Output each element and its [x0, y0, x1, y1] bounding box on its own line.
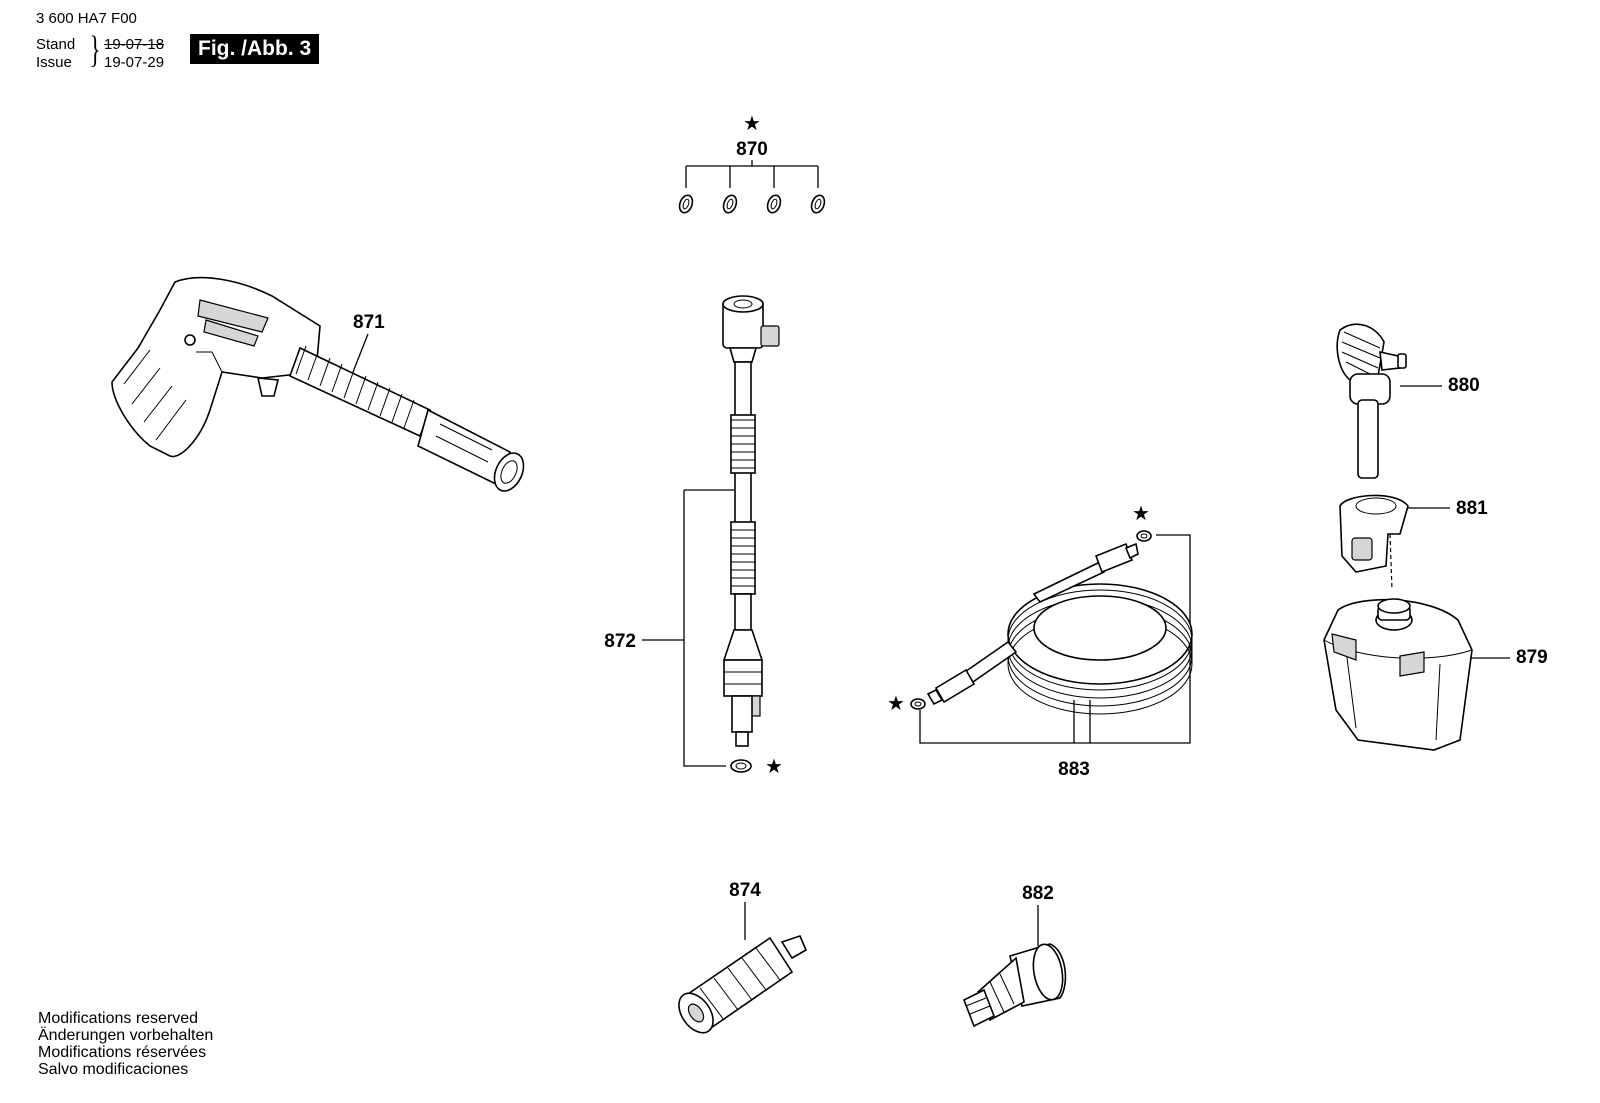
- part-label-874: 874: [729, 880, 761, 901]
- part-label-883: 883: [1058, 759, 1090, 780]
- part-label-871: 871: [353, 312, 385, 333]
- part-879-detergent-tank[interactable]: 879: [1323, 598, 1548, 751]
- part-label-870: 870: [736, 139, 768, 160]
- part-label-882: 882: [1022, 883, 1054, 904]
- oring-icon: [678, 194, 694, 214]
- star-marker-883-top: ★: [1132, 501, 1150, 525]
- part-882-adapter[interactable]: 882: [962, 883, 1067, 1028]
- part-label-881: 881: [1456, 498, 1488, 519]
- spray-lance-icon: [722, 295, 780, 773]
- part-872-spray-lance[interactable]: 872 ★: [604, 295, 783, 778]
- document-number: 3 600 HA7 F00: [36, 10, 137, 27]
- oring-icon: [722, 194, 738, 214]
- star-marker-870: ★: [743, 111, 761, 135]
- stand-date: 19-07-18: [104, 36, 165, 53]
- part-label-872: 872: [604, 631, 636, 652]
- date-brace: }: [89, 29, 101, 71]
- part-label-879: 879: [1516, 647, 1548, 668]
- oring-icon: [766, 194, 782, 214]
- footer-line-en: Modifications reserved: [38, 1010, 199, 1027]
- footer-line-de: Änderungen vorbehalten: [38, 1027, 214, 1044]
- part-880-nozzle-head[interactable]: 880: [1336, 323, 1480, 479]
- stand-label: Stand: [36, 36, 76, 53]
- oring-icon: [810, 194, 826, 214]
- part-874-rotary-nozzle[interactable]: 874: [672, 880, 808, 1039]
- issue-label: Issue: [36, 54, 72, 71]
- rotary-nozzle-icon: [678, 935, 808, 1034]
- cap-icon: [1339, 494, 1409, 591]
- part-883-hose[interactable]: 883 ★ ★: [887, 501, 1193, 780]
- star-marker-883-bottom: ★: [887, 691, 905, 715]
- footer-line-es: Salvo modificaciones: [38, 1061, 189, 1078]
- nozzle-head-icon: [1336, 323, 1407, 479]
- detergent-tank-icon: [1323, 598, 1473, 751]
- figure-badge: Fig. /Abb. 3: [190, 34, 320, 64]
- part-870-orings[interactable]: ★ 870: [677, 111, 826, 215]
- adapter-icon: [962, 943, 1067, 1028]
- part-label-880: 880: [1448, 375, 1480, 396]
- part-881-cap[interactable]: 881: [1339, 494, 1488, 591]
- footer-line-fr: Modifications réservées: [38, 1044, 207, 1061]
- part-871-spray-gun[interactable]: 871: [111, 276, 529, 496]
- issue-date: 19-07-29: [104, 54, 165, 71]
- star-marker-872: ★: [765, 754, 783, 778]
- spray-gun-icon: [111, 276, 525, 492]
- hose-reel-icon: [910, 530, 1193, 715]
